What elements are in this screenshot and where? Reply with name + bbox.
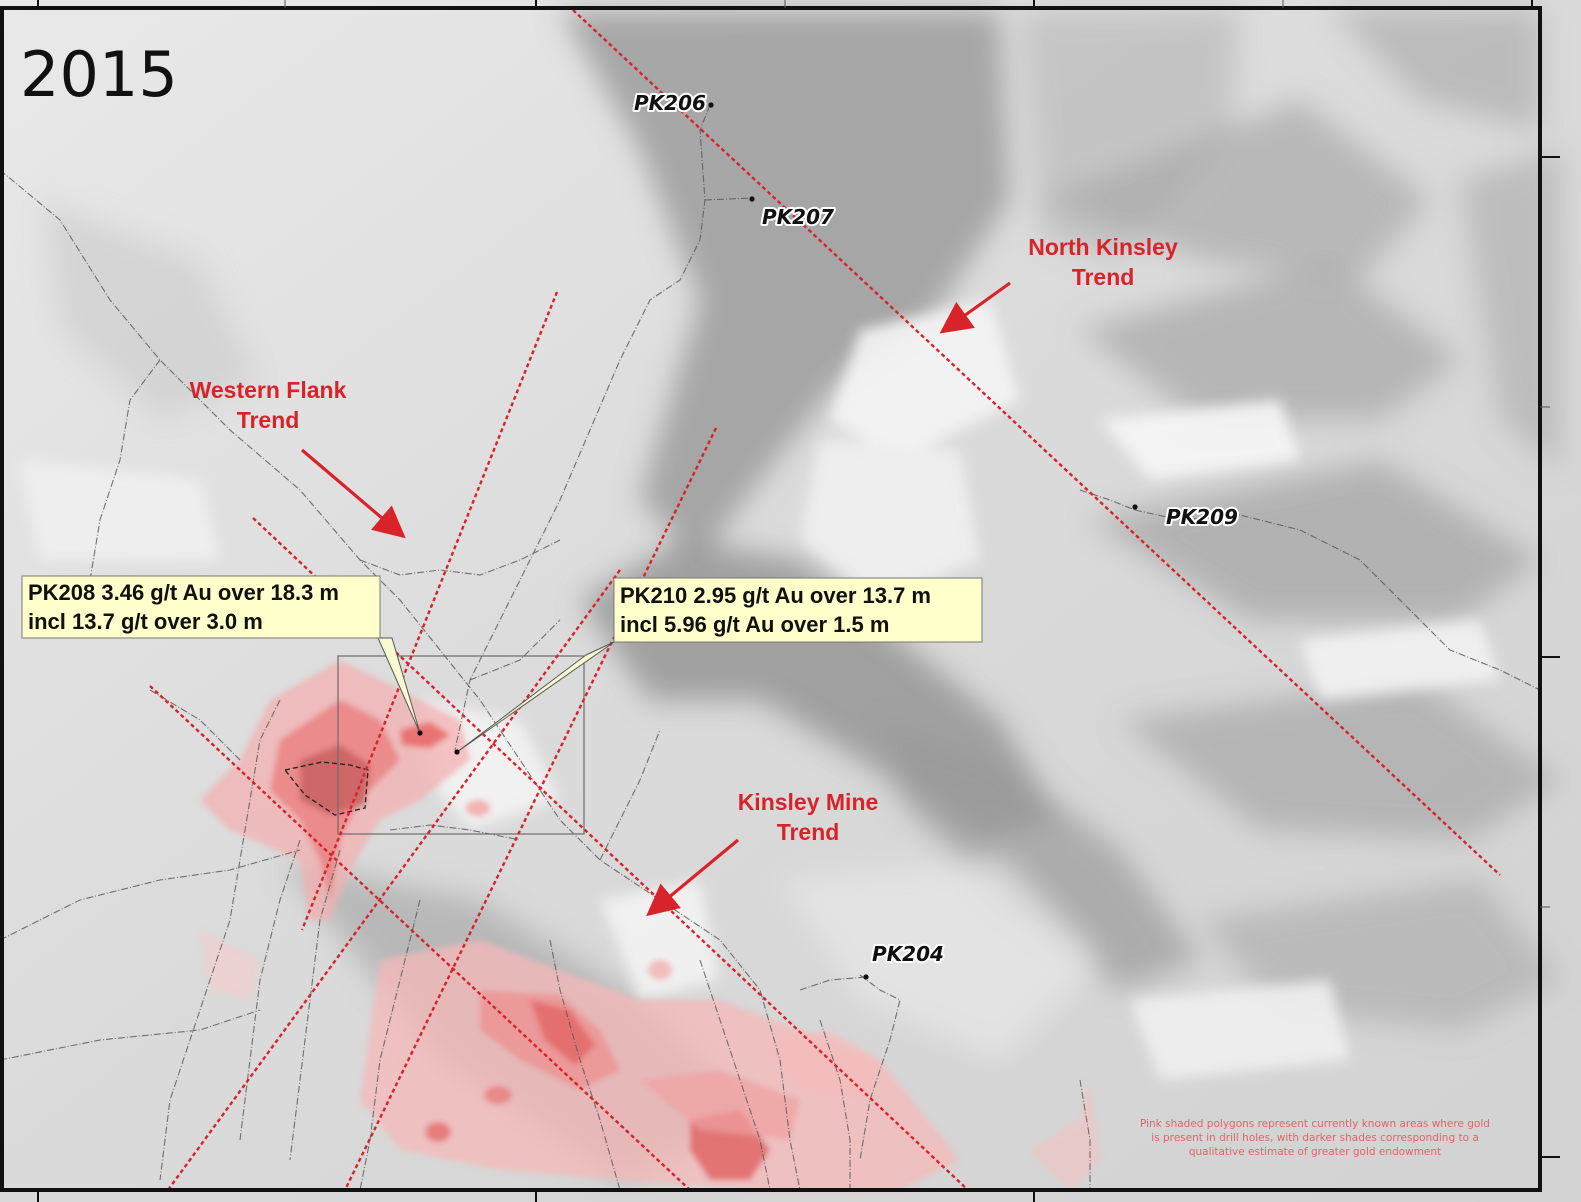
north-kinsley-trend-label-1: North Kinsley bbox=[1028, 234, 1178, 260]
pk210-callout-line-1: PK210 2.95 g/t Au over 13.7 m bbox=[620, 583, 931, 608]
north-kinsley-arrow bbox=[939, 281, 1011, 334]
label-pk207: PK207 bbox=[762, 205, 834, 229]
svg-text:PK207: PK207 bbox=[762, 205, 834, 229]
conjugate-trend-line bbox=[167, 569, 621, 1191]
kinsley-mine-trend-label-2: Trend bbox=[777, 819, 840, 845]
callout-leaders bbox=[377, 637, 615, 753]
high-grade-outline bbox=[283, 761, 369, 816]
gold-zones bbox=[200, 660, 1100, 1190]
assay-callout-pk208[interactable]: PK208 3.46 g/t Au over 18.3 m incl 13.7 … bbox=[21, 575, 381, 639]
label-pk209: PK209 bbox=[1166, 505, 1238, 529]
note-line-1: Pink shaded polygons represent currently… bbox=[1140, 1118, 1490, 1130]
western-flank-trend-label-1: Western Flank bbox=[190, 377, 347, 403]
pk210-leader bbox=[456, 641, 615, 753]
label-pk206: PK206 bbox=[634, 91, 706, 115]
trend-arrows bbox=[300, 281, 1011, 917]
north-kinsley-trend-label-2: Trend bbox=[1072, 264, 1135, 290]
western-flank-trend-label-2: Trend bbox=[237, 407, 300, 433]
svg-text:PK209: PK209 bbox=[1166, 505, 1238, 529]
pk210-callout-line-2: incl 5.96 g/t Au over 1.5 m bbox=[620, 612, 889, 637]
year-label: 2015 bbox=[20, 38, 178, 111]
pk208-leader bbox=[377, 637, 421, 734]
north-kinsley-trend-line bbox=[572, 9, 1501, 876]
drill-hole-pk204[interactable] bbox=[863, 974, 869, 980]
drill-hole-labels: PK206 PK206 PK207 PK207 PK209 PK209 PK20… bbox=[632, 89, 1240, 968]
pk208-callout-line-1: PK208 3.46 g/t Au over 18.3 m bbox=[28, 580, 339, 605]
note-line-3: qualitative estimate of greater gold end… bbox=[1189, 1146, 1441, 1158]
drill-hole-pk208[interactable] bbox=[417, 730, 423, 736]
western-flank-trend-line-2 bbox=[343, 427, 718, 1191]
svg-text:PK206: PK206 bbox=[634, 91, 706, 115]
drill-hole-points bbox=[417, 102, 1138, 980]
assay-callout-pk210[interactable]: PK210 2.95 g/t Au over 13.7 m incl 5.96 … bbox=[613, 577, 983, 643]
roads bbox=[0, 104, 1541, 1191]
drill-hole-pk209[interactable] bbox=[1132, 504, 1138, 510]
label-pk204: PK204 bbox=[872, 942, 944, 966]
kinsley-mine-arrow bbox=[646, 838, 740, 917]
drill-hole-pk207[interactable] bbox=[749, 196, 755, 202]
western-flank-arrow bbox=[300, 448, 406, 539]
pk208-callout-line-2: incl 13.7 g/t over 3.0 m bbox=[28, 609, 263, 634]
svg-text:PK204: PK204 bbox=[872, 942, 944, 966]
drill-hole-pk210[interactable] bbox=[454, 749, 460, 755]
note-line-2: is present in drill holes, with darker s… bbox=[1151, 1132, 1479, 1144]
gold-zone-note: Pink shaded polygons represent currently… bbox=[1140, 1118, 1490, 1158]
drill-hole-pk206[interactable] bbox=[708, 102, 714, 108]
detail-extent-box bbox=[337, 655, 585, 835]
kinsley-mine-trend-label-1: Kinsley Mine bbox=[738, 789, 879, 815]
western-flank-trend-line-1 bbox=[300, 291, 559, 931]
trend-labels: North Kinsley Trend Western Flank Trend … bbox=[190, 234, 1178, 845]
